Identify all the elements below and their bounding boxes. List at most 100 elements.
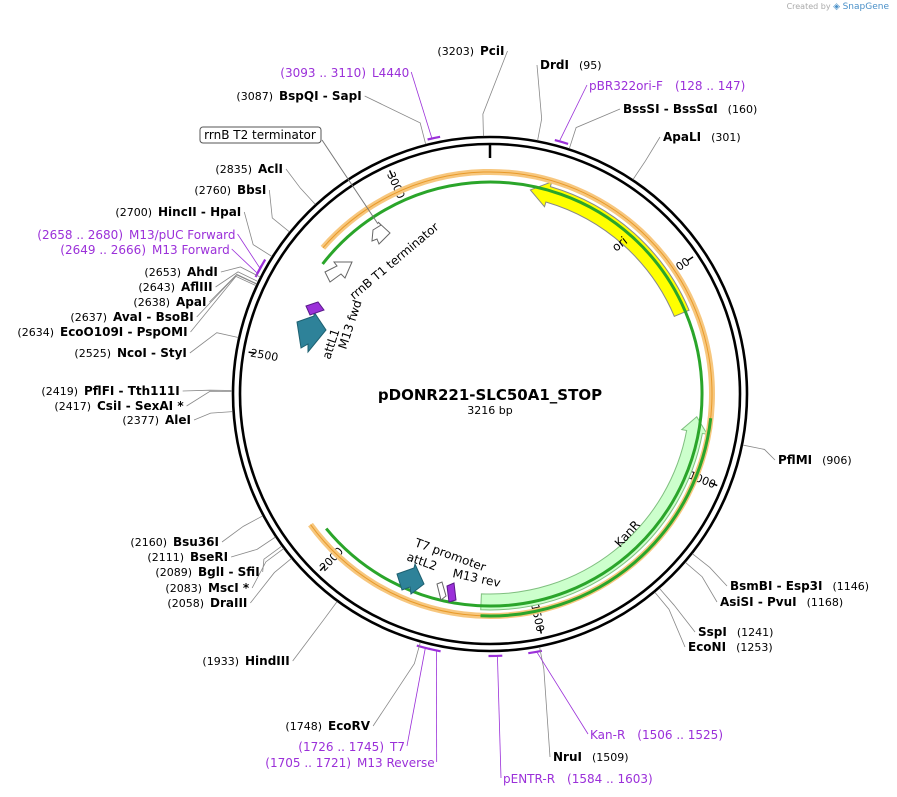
enzyme-leader-sspi (659, 588, 696, 633)
tick-1000 (710, 482, 718, 487)
primer-label-m13-forward[interactable]: M13 Forward(2649 .. 2666) (60, 243, 229, 257)
rrnb-t1-feature[interactable] (324, 261, 353, 283)
primer-mark-m13-reverse (428, 647, 441, 653)
enzyme-label-bspqi-sapi[interactable]: BspQI - SapI(3087) (236, 89, 361, 103)
enzyme-leader-ahdi (220, 266, 261, 278)
enzyme-label-ncoi-styi[interactable]: NcoI - StyI(2525) (74, 346, 186, 360)
orf-line-green-left[interactable] (321, 180, 704, 608)
tick-3000 (388, 170, 394, 178)
primer-label-m13-puc-forward[interactable]: M13/pUC Forward (2658 .. 2680) (37, 228, 235, 242)
enzyme-label-ecoo109i-pspomi[interactable]: EcoO109I - PspOMI(2634) (17, 325, 187, 339)
enzyme-leader-apali (632, 136, 661, 180)
ori-feature[interactable] (529, 180, 690, 318)
enzyme-label-bbsi[interactable]: BbsI (2760) (194, 183, 266, 197)
enzyme-name: PflMI (778, 453, 812, 467)
plasmid-length: 3216 bp (467, 404, 512, 417)
primer-label-pentr-r[interactable]: pENTR-R(1584 .. 1603) (503, 772, 653, 786)
enzyme-label-asisi-pvui[interactable]: AsiSI - PvuI(1168) (720, 595, 843, 609)
m13rev-feature[interactable] (446, 582, 457, 603)
enzyme-position: (2760) (194, 184, 231, 197)
enzyme-label-bsu36i[interactable]: Bsu36I(2160) (130, 535, 219, 549)
rrnb-t2-leader (321, 139, 379, 225)
enzyme-position: (1146) (832, 580, 869, 593)
enzyme-name: BbsI (237, 183, 266, 197)
primer-label-kan-r[interactable]: Kan-R(1506 .. 1525) (590, 728, 723, 742)
enzyme-name: EcoO109I - PspOMI (60, 325, 188, 339)
m13fwd-feature[interactable] (305, 301, 325, 316)
enzyme-label-bseri[interactable]: BseRI(2111) (147, 550, 228, 564)
enzyme-label-pflfi-tth111i[interactable]: PflFI - Tth111I(2419) (41, 384, 179, 398)
enzyme-position: (1241) (737, 626, 774, 639)
enzyme-position: (906) (822, 454, 852, 467)
primer-name: T7 (389, 740, 405, 754)
enzyme-position: (2419) (41, 385, 78, 398)
orf-line-green-right[interactable] (480, 418, 713, 618)
enzyme-label-ecorv[interactable]: EcoRV(1748) (285, 719, 370, 733)
enzyme-label-bgli-sfii[interactable]: BglI - SfiI(2089) (155, 565, 259, 579)
enzyme-label-msci[interactable]: MscI *(2083) (165, 581, 249, 595)
t7-promoter-feature[interactable] (436, 581, 447, 601)
primer-mark-m13-forward (254, 265, 263, 278)
enzyme-name: ApaI (176, 295, 206, 309)
enzyme-label-bsssi-bsss-i[interactable]: BssSI - BssSαI(160) (623, 102, 757, 116)
kanr-feature[interactable] (480, 415, 709, 611)
enzyme-position: (301) (711, 131, 741, 144)
enzyme-leader-econi (654, 592, 686, 648)
enzyme-leader-ecoo109i-pspomi (190, 275, 257, 333)
enzyme-label-pflmi[interactable]: PflMI (906) (778, 453, 852, 467)
enzyme-label-econi[interactable]: EcoNI(1253) (688, 640, 773, 654)
enzyme-label-afliii[interactable]: AflIII(2643) (138, 280, 212, 294)
attl1-feature[interactable] (296, 310, 327, 354)
primer-marks (254, 135, 569, 658)
enzyme-leader-msci (251, 548, 284, 589)
primer-label-l4440[interactable]: L4440(3093 .. 3110) (280, 66, 409, 80)
rrnb-t2-label: rrnB T2 terminator (204, 128, 316, 142)
enzyme-label-sspi[interactable]: SspI(1241) (698, 625, 773, 639)
enzyme-name: AhdI (187, 265, 218, 279)
enzyme-label-pcii[interactable]: PciI(3203) (437, 44, 504, 58)
enzyme-name: NcoI - StyI (117, 346, 187, 360)
enzyme-leader-afliii (215, 271, 259, 288)
primer-leader-kan-r (536, 652, 589, 735)
enzyme-position: (3087) (236, 90, 273, 103)
attl2-feature[interactable] (396, 562, 425, 595)
orf-band-orange-edge (310, 171, 713, 617)
snapgene-credit: Created by ◈ SnapGene (787, 2, 889, 12)
primer-leader-m13-puc-forward (237, 233, 260, 268)
primer-name: pBR322ori-F (589, 79, 663, 93)
enzyme-name: BssSI - BssSαI (623, 102, 718, 116)
enzyme-label-draiii[interactable]: DraIII(2058) (167, 596, 247, 610)
enzyme-label-ahdi[interactable]: AhdI(2653) (144, 265, 217, 279)
primer-range: (1726 .. 1745) (298, 740, 384, 754)
primer-range: (1705 .. 1721) (265, 756, 351, 770)
enzyme-position: (2700) (115, 206, 152, 219)
enzyme-label-nrui[interactable]: NruI(1509) (553, 750, 629, 764)
enzyme-label-hincii-hpai[interactable]: HincII - HpaI(2700) (115, 205, 241, 219)
enzyme-position: (2835) (215, 163, 252, 176)
enzyme-label-hindiii[interactable]: HindIII(1933) (202, 654, 289, 668)
enzyme-leader-bbsi (268, 189, 290, 233)
enzyme-label-alei[interactable]: AleI(2377) (122, 413, 191, 427)
primer-label-pbr322ori-f[interactable]: pBR322ori-F (128 .. 147) (589, 79, 745, 93)
enzyme-label-apai[interactable]: ApaI(2638) (133, 295, 206, 309)
primer-range: (128 .. 147) (675, 79, 745, 93)
primer-label-m13-reverse[interactable]: M13 Reverse(1705 .. 1721) (265, 756, 434, 770)
rrnb-t2-label-box (199, 126, 322, 144)
primer-name: M13/pUC Forward (129, 228, 236, 242)
enzyme-label-apali[interactable]: ApaLI(301) (663, 130, 741, 144)
enzyme-label-avai-bsobi[interactable]: AvaI - BsoBI(2637) (70, 310, 193, 324)
primer-range: (2658 .. 2680) (37, 228, 123, 242)
rrnb-t2-feature[interactable] (371, 221, 391, 245)
primer-name: L4440 (372, 66, 409, 80)
enzyme-label-drdi[interactable]: DrdI(95) (540, 58, 602, 72)
enzyme-label-bsmbi-esp3i[interactable]: BsmBI - Esp3I(1146) (730, 579, 869, 593)
enzyme-leader-ncoi-styi (189, 332, 239, 354)
enzyme-leader-lines (182, 50, 776, 779)
enzyme-label-acli[interactable]: AclI(2835) (215, 162, 283, 176)
enzyme-name: DraIII (210, 596, 247, 610)
primer-label-t7[interactable]: T7 (1726 .. 1745) (298, 740, 405, 754)
tick-500 (686, 256, 694, 262)
enzyme-label-csii-sexai[interactable]: CsiI - SexAI *(2417) (54, 399, 184, 413)
primer-leader-t7 (406, 648, 426, 747)
